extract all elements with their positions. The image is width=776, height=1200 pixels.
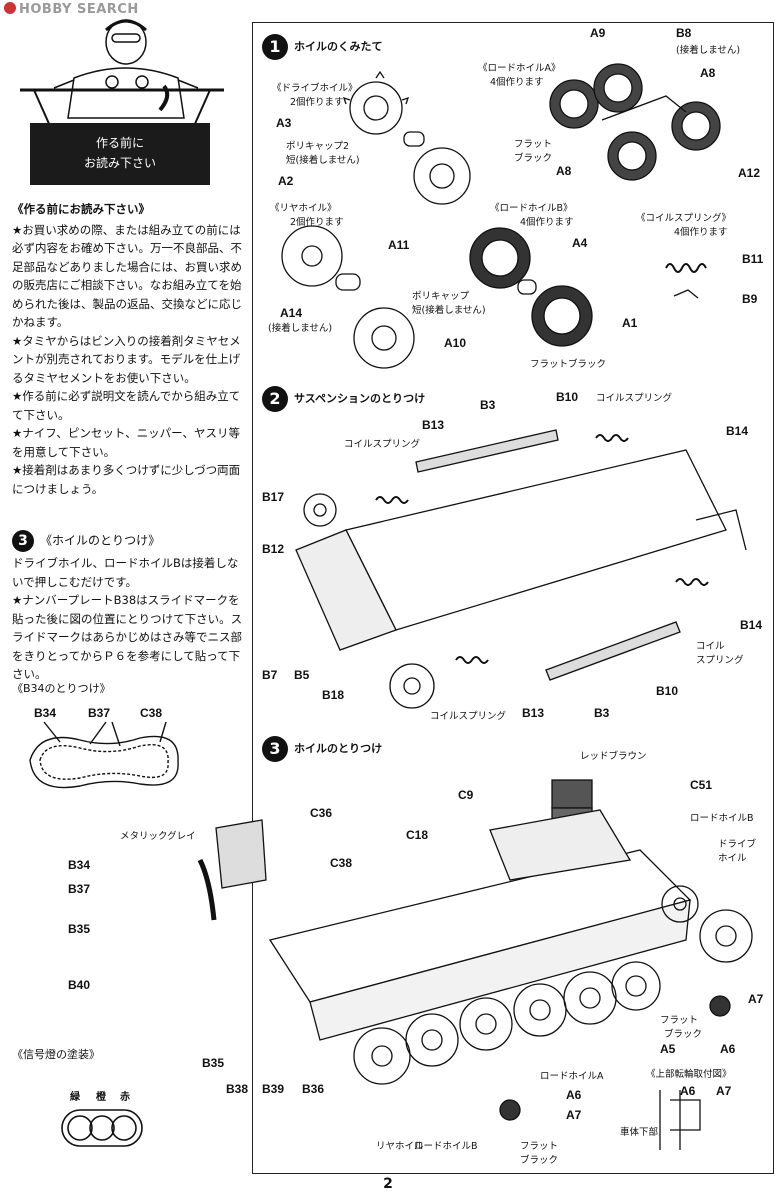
step3-hull-diagram (197, 779, 753, 1150)
part-label: A12 (738, 166, 761, 180)
part-label: A3 (276, 116, 292, 130)
part-label: B10 (656, 684, 679, 698)
part-label: B9 (742, 292, 758, 306)
notice-item: ★タミヤからはビン入りの接着剤タミヤセメントが別売されております。モデルを仕上げ… (12, 333, 241, 385)
part-label: C51 (690, 778, 713, 792)
part-label: A6 (680, 1084, 696, 1098)
part-label: A4 (572, 236, 588, 250)
step-badge: 1 (262, 34, 288, 60)
watermark: HOBBY SEARCH (4, 2, 139, 17)
notice-item: ★接着剤はあまり多くつけずに少しづつ両面につけましょう。 (12, 463, 241, 496)
part-label: B17 (262, 490, 285, 504)
signal-lamp-diagram (61, 1109, 143, 1147)
color-green: 緑 (70, 1092, 80, 1103)
part-label: B8 (676, 26, 692, 40)
part-label: B11 (742, 252, 764, 266)
step1-wheel-diagram (281, 63, 721, 369)
part-label: A7 (748, 992, 764, 1006)
wheel-notes-section: 3 《ホイルのとりつけ》 ドライブホイル、ロードホイルBは接着しないで押しこむだけ… (12, 530, 244, 684)
part-label: B14 (740, 618, 763, 632)
wheel-note: ★ナンバープレートB38はスライドマークを貼った後に図の位置にとりつけて下さい。… (12, 593, 243, 681)
part-label: A8 (700, 66, 716, 80)
part-label: C18 (406, 828, 429, 842)
part-label: B37 (88, 706, 111, 720)
section-title: 《ホイルのとりつけ》 (40, 533, 161, 548)
step2-suspension-diagram (295, 429, 747, 709)
part-label: B3 (480, 398, 496, 412)
part-label: A11 (388, 238, 410, 252)
notice-item: ★作る前に必ず説明文を読んでから組み立てて下さい。 (12, 389, 241, 422)
part-label: B14 (726, 424, 749, 438)
part-label: A7 (716, 1084, 732, 1098)
step-badge: 3 (12, 530, 34, 552)
part-label: B38 (226, 1082, 249, 1096)
b34-track-diagram (29, 721, 179, 789)
wheel-note: ドライブホイル、ロードホイルBは接着しないで押しこむだけです。 (12, 556, 239, 589)
step-badge: 2 (262, 386, 288, 412)
part-label: B36 (302, 1082, 325, 1096)
part-label: C38 (330, 856, 353, 870)
notice-item: ★お買い求めの際、または組み立ての前には必ず内容をお確め下さい。万一不良部品、不… (12, 222, 242, 330)
part-label: A6 (720, 1042, 736, 1056)
notice-item: ★ナイフ、ピンセット、ニッパー、ヤスリ等を用意して下さい。 (12, 426, 241, 459)
part-label: A9 (590, 26, 606, 40)
part-label: A1 (622, 316, 638, 330)
part-label: C38 (140, 706, 163, 720)
part-label: B13 (522, 706, 545, 720)
part-label: A2 (278, 174, 294, 188)
part-label: A14 (280, 306, 303, 320)
part-label: B3 (594, 706, 610, 720)
page-number: 2 (383, 1176, 393, 1192)
part-label: B37 (68, 882, 91, 896)
notice-heading: 《作る前にお読み下さい》 (12, 202, 150, 216)
mascot-illustration (20, 19, 224, 127)
signal-title: 《信号燈の塗装》 (12, 1048, 100, 1061)
part-label: B13 (422, 418, 445, 432)
color-red: 赤 (120, 1092, 130, 1103)
part-label: B5 (294, 668, 310, 682)
assembly-panel (252, 22, 774, 1174)
part-label: A7 (566, 1108, 582, 1122)
part-label: A6 (566, 1088, 582, 1102)
part-label: B10 (556, 390, 579, 404)
part-label: B18 (322, 688, 345, 702)
part-label: B12 (262, 542, 285, 556)
part-label: C9 (458, 788, 474, 802)
part-label: B35 (68, 922, 91, 936)
part-label: B34 (34, 706, 57, 720)
hobby-search-logo-icon (4, 2, 16, 14)
part-label: B34 (68, 858, 91, 872)
part-label: A10 (444, 336, 467, 350)
step-badge: 3 (262, 736, 288, 762)
notice-section: 《作る前にお読み下さい》 ★お買い求めの際、または組み立ての前には必ず内容をお確… (12, 200, 244, 498)
part-label: B7 (262, 668, 278, 682)
b34-title: 《B34のとりつけ》 (12, 682, 111, 695)
part-label: A5 (660, 1042, 676, 1056)
read-before-assembly-sign: 作る前に お読み下さい (30, 123, 210, 185)
color-orange: 橙 (96, 1092, 106, 1103)
part-label: B40 (68, 978, 91, 992)
part-label: B39 (262, 1082, 285, 1096)
part-label: B35 (202, 1056, 225, 1070)
part-label: A8 (556, 164, 572, 178)
part-label: C36 (310, 806, 333, 820)
